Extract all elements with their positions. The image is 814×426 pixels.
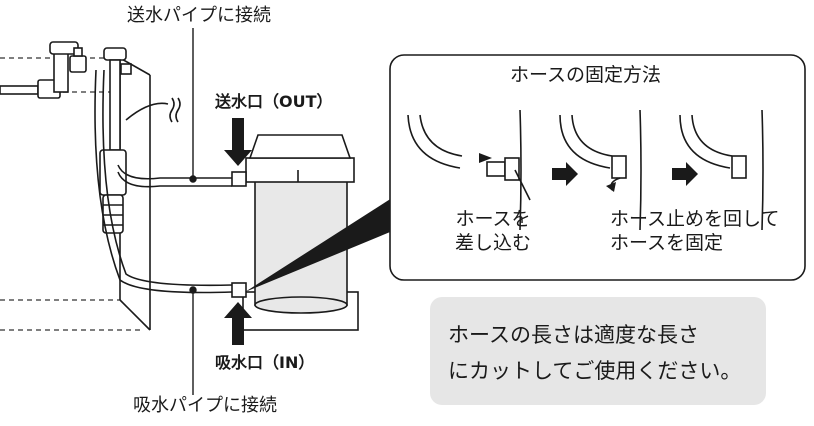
inlet-pipe-label: 吸水パイプに接続 <box>133 395 277 416</box>
hoses <box>94 69 233 294</box>
step3-illustration <box>679 109 764 231</box>
note-line1: ホースの長さは適度な長さ <box>448 323 699 347</box>
step2-caption-line2: ホースを固定 <box>610 232 724 254</box>
note-line2: にカットしてご使用ください。 <box>448 359 742 383</box>
step1-caption-line2: 差し込む <box>455 232 532 254</box>
port-arrows <box>224 118 252 345</box>
step2-illustration <box>559 109 642 231</box>
zoom-pointer <box>245 196 395 292</box>
outlet-pipe-label: 送水パイプに接続 <box>127 5 271 26</box>
step2-caption-line1: ホース止めを回して <box>610 208 780 230</box>
leader-lines <box>189 28 197 395</box>
next-arrow-2 <box>672 162 698 186</box>
step2-caption: ホース止めを回して ホースを固定 <box>610 207 779 255</box>
step1-illustration <box>407 109 531 231</box>
step1-caption: ホースを 差し込む <box>455 207 531 255</box>
inlet-port-label: 吸水口（IN） <box>215 353 315 372</box>
inlet-pipe-assembly <box>99 47 132 234</box>
step1-caption-line1: ホースを <box>455 208 531 230</box>
outlet-pipe-fitting <box>0 41 87 99</box>
hose-fixing-panel <box>389 54 806 281</box>
next-arrow-1 <box>552 162 578 186</box>
length-note: ホースの長さは適度な長さ にカットしてご使用ください。 <box>430 297 766 405</box>
panel-title: ホースの固定方法 <box>510 64 662 86</box>
outlet-port-label: 送水口（OUT） <box>215 92 333 111</box>
power-cord <box>125 97 181 123</box>
